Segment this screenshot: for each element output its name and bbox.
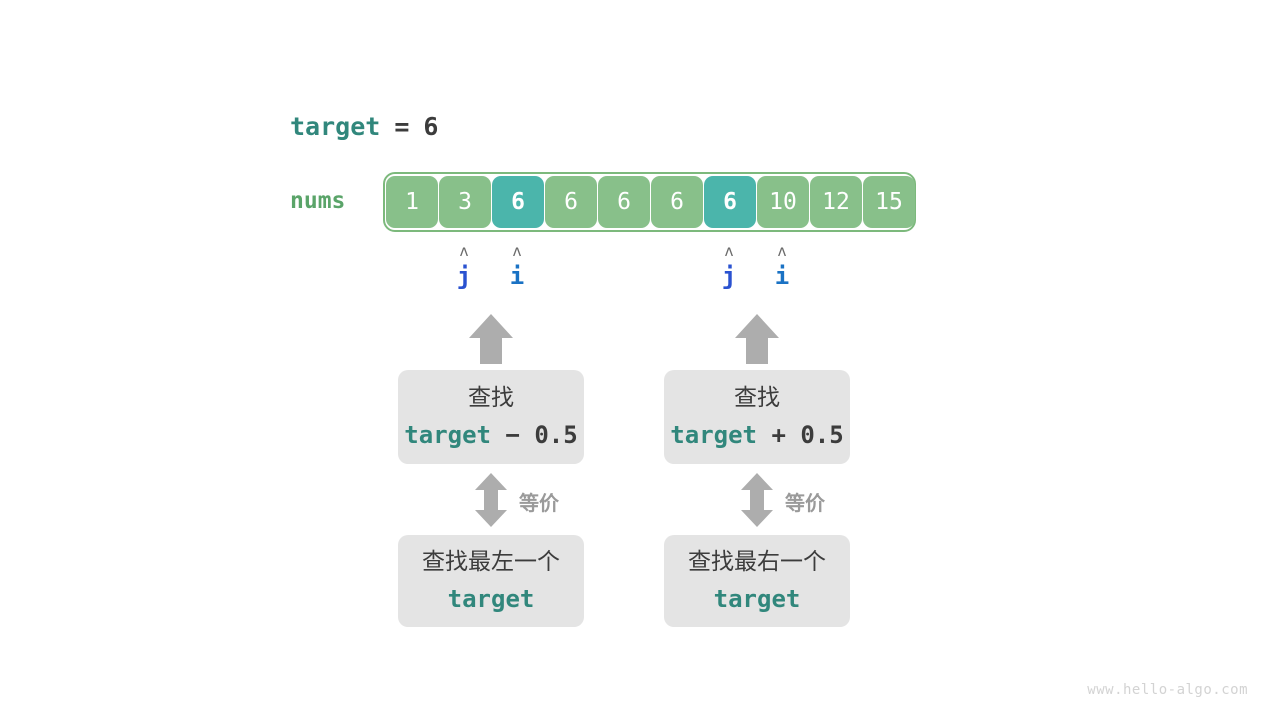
left-top-box-title: 查找 xyxy=(468,385,514,411)
left-top-box: 查找 target − 0.5 xyxy=(398,370,584,464)
expression-variable: target xyxy=(670,421,757,449)
target-declaration: target = 6 xyxy=(290,112,438,141)
equivalence-label-left: 等价 xyxy=(519,491,559,515)
array-cell: 15 xyxy=(863,176,915,228)
expression-operand: − 0.5 xyxy=(491,421,578,449)
expression-variable: target xyxy=(404,421,491,449)
array-cell: 3 xyxy=(439,176,491,228)
right-bottom-box: 查找最右一个 target xyxy=(664,535,850,627)
left-top-box-expression: target − 0.5 xyxy=(404,419,577,451)
watermark: www.hello-algo.com xyxy=(1087,682,1248,698)
caret-icon: ʌ xyxy=(777,242,787,260)
array-outline xyxy=(383,172,916,232)
target-variable-label: target xyxy=(290,112,381,141)
array-cell: 6 xyxy=(545,176,597,228)
up-arrow-left-icon xyxy=(468,312,514,364)
pointer-label-j: j xyxy=(721,262,737,290)
array-cell: 6 xyxy=(651,176,703,228)
right-top-box-expression: target + 0.5 xyxy=(670,419,843,451)
array-cell-highlighted: 6 xyxy=(704,176,756,228)
equivalence-arrow-left-icon xyxy=(474,472,508,528)
array-cell: 6 xyxy=(598,176,650,228)
pointer-label-j: j xyxy=(456,262,472,290)
pointer-label-i: i xyxy=(509,262,525,290)
left-bottom-box-variable: target xyxy=(447,585,535,613)
pointer-j-left: ʌ j xyxy=(444,242,484,291)
caret-icon: ʌ xyxy=(512,242,522,260)
right-bottom-box-title: 查找最右一个 xyxy=(688,549,826,575)
equivalence-arrow-right-icon xyxy=(740,472,774,528)
array-cell: 10 xyxy=(757,176,809,228)
array-cells: 1 3 6 6 6 6 6 10 12 15 xyxy=(386,176,915,228)
array-cell: 12 xyxy=(810,176,862,228)
pointer-j-right: ʌ j xyxy=(709,242,749,291)
nums-label: nums xyxy=(290,188,346,214)
right-top-box-title: 查找 xyxy=(734,385,780,411)
left-bottom-box-title: 查找最左一个 xyxy=(422,549,560,575)
array-cell: 1 xyxy=(386,176,438,228)
expression-operand: + 0.5 xyxy=(757,421,844,449)
right-top-box: 查找 target + 0.5 xyxy=(664,370,850,464)
right-bottom-box-variable: target xyxy=(713,585,801,613)
pointer-i-right: ʌ i xyxy=(762,242,802,291)
caret-icon: ʌ xyxy=(459,242,469,260)
equals-sign: = xyxy=(394,112,410,141)
pointer-label-i: i xyxy=(774,262,790,290)
pointer-i-left: ʌ i xyxy=(497,242,537,291)
array-cell-highlighted: 6 xyxy=(492,176,544,228)
equivalence-label-right: 等价 xyxy=(785,491,825,515)
target-value: 6 xyxy=(423,112,439,141)
caret-icon: ʌ xyxy=(724,242,734,260)
up-arrow-right-icon xyxy=(734,312,780,364)
left-bottom-box: 查找最左一个 target xyxy=(398,535,584,627)
